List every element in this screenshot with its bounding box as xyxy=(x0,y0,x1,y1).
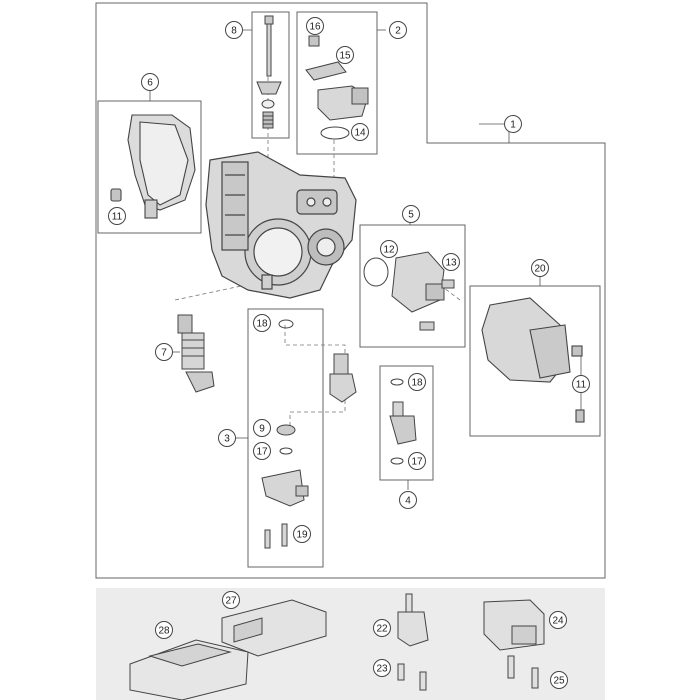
callout-22: 22 xyxy=(373,619,391,637)
callout-labels: 1 2 3 4 5 6 7 8 9 11 11 12 13 14 15 16 1… xyxy=(108,17,590,689)
callout-4: 4 xyxy=(399,491,417,509)
callout-20: 20 xyxy=(531,259,549,277)
fuel-injector xyxy=(177,314,215,393)
callout-18-left-text: 18 xyxy=(256,319,268,330)
callout-17-right: 17 xyxy=(408,452,426,470)
callout-17-right-text: 17 xyxy=(411,457,423,468)
callout-14: 14 xyxy=(351,123,369,141)
group-box-5 xyxy=(359,224,466,348)
callout-23-text: 23 xyxy=(376,664,388,675)
group-box-4 xyxy=(379,365,434,481)
callout-15-text: 15 xyxy=(339,51,351,62)
callout-12-text: 12 xyxy=(383,245,395,256)
callout-27-text: 27 xyxy=(225,596,237,607)
throttle-position-sensor xyxy=(305,35,369,140)
callout-8: 8 xyxy=(225,21,243,39)
callout-7-text: 7 xyxy=(161,348,167,359)
callout-16-text: 16 xyxy=(309,22,321,33)
callout-11-left: 11 xyxy=(108,207,126,225)
callout-3: 3 xyxy=(218,429,236,447)
main-assembly-frame xyxy=(95,2,606,579)
callout-18-right: 18 xyxy=(408,373,426,391)
callout-24-text: 24 xyxy=(552,616,564,627)
map-sensor-group xyxy=(363,251,455,331)
control-unit-27 xyxy=(221,599,327,657)
callout-19-text: 19 xyxy=(296,530,308,541)
callout-4-text: 4 xyxy=(405,496,411,507)
callout-5-text: 5 xyxy=(408,210,414,221)
callout-13-text: 13 xyxy=(445,258,457,269)
callout-27: 27 xyxy=(222,591,240,609)
callout-11-right: 11 xyxy=(572,375,590,393)
callout-17-left-text: 17 xyxy=(256,447,268,458)
callout-18-right-text: 18 xyxy=(411,378,423,389)
callout-19: 19 xyxy=(293,525,311,543)
callout-12: 12 xyxy=(380,240,398,258)
callout-6-text: 6 xyxy=(147,78,153,89)
air-box-cover xyxy=(110,114,196,219)
callout-25: 25 xyxy=(550,671,568,689)
callout-13: 13 xyxy=(442,253,460,271)
callout-1-text: 1 xyxy=(510,120,516,131)
group-box-2 xyxy=(296,11,378,155)
callout-17-left: 17 xyxy=(253,442,271,460)
callout-25-text: 25 xyxy=(553,676,565,687)
sensor-22 xyxy=(397,593,429,691)
callout-3-text: 3 xyxy=(224,434,230,445)
callout-16: 16 xyxy=(306,17,324,35)
callout-23: 23 xyxy=(373,659,391,677)
callout-2-text: 2 xyxy=(395,26,401,37)
group-box-20 xyxy=(469,285,601,437)
callout-5: 5 xyxy=(402,205,420,223)
callout-22-text: 22 xyxy=(376,624,388,635)
callout-18-left: 18 xyxy=(253,314,271,332)
callout-8-text: 8 xyxy=(231,26,237,37)
callout-7: 7 xyxy=(155,343,173,361)
control-unit-28 xyxy=(129,639,249,700)
callout-11-right-text: 11 xyxy=(576,380,587,391)
callout-1: 1 xyxy=(504,115,522,133)
group-box-8 xyxy=(251,11,290,139)
callout-9-text: 9 xyxy=(259,424,265,435)
callout-28-text: 28 xyxy=(158,626,170,637)
screw-assembly xyxy=(256,15,282,129)
connector-24 xyxy=(483,599,545,689)
callout-24: 24 xyxy=(549,611,567,629)
callout-6: 6 xyxy=(141,73,159,91)
callout-28: 28 xyxy=(155,621,173,639)
sensor-housing xyxy=(481,297,585,423)
throttle-body xyxy=(205,151,357,299)
group-box-6 xyxy=(97,100,202,234)
sensor-4-parts xyxy=(389,378,417,465)
callout-15: 15 xyxy=(336,46,354,64)
callout-9: 9 xyxy=(253,419,271,437)
callout-2: 2 xyxy=(389,21,407,39)
fuel-line-parts xyxy=(261,319,357,549)
callout-11-left-text: 11 xyxy=(112,212,123,223)
callout-14-text: 14 xyxy=(354,128,366,139)
callout-20-text: 20 xyxy=(534,264,546,275)
